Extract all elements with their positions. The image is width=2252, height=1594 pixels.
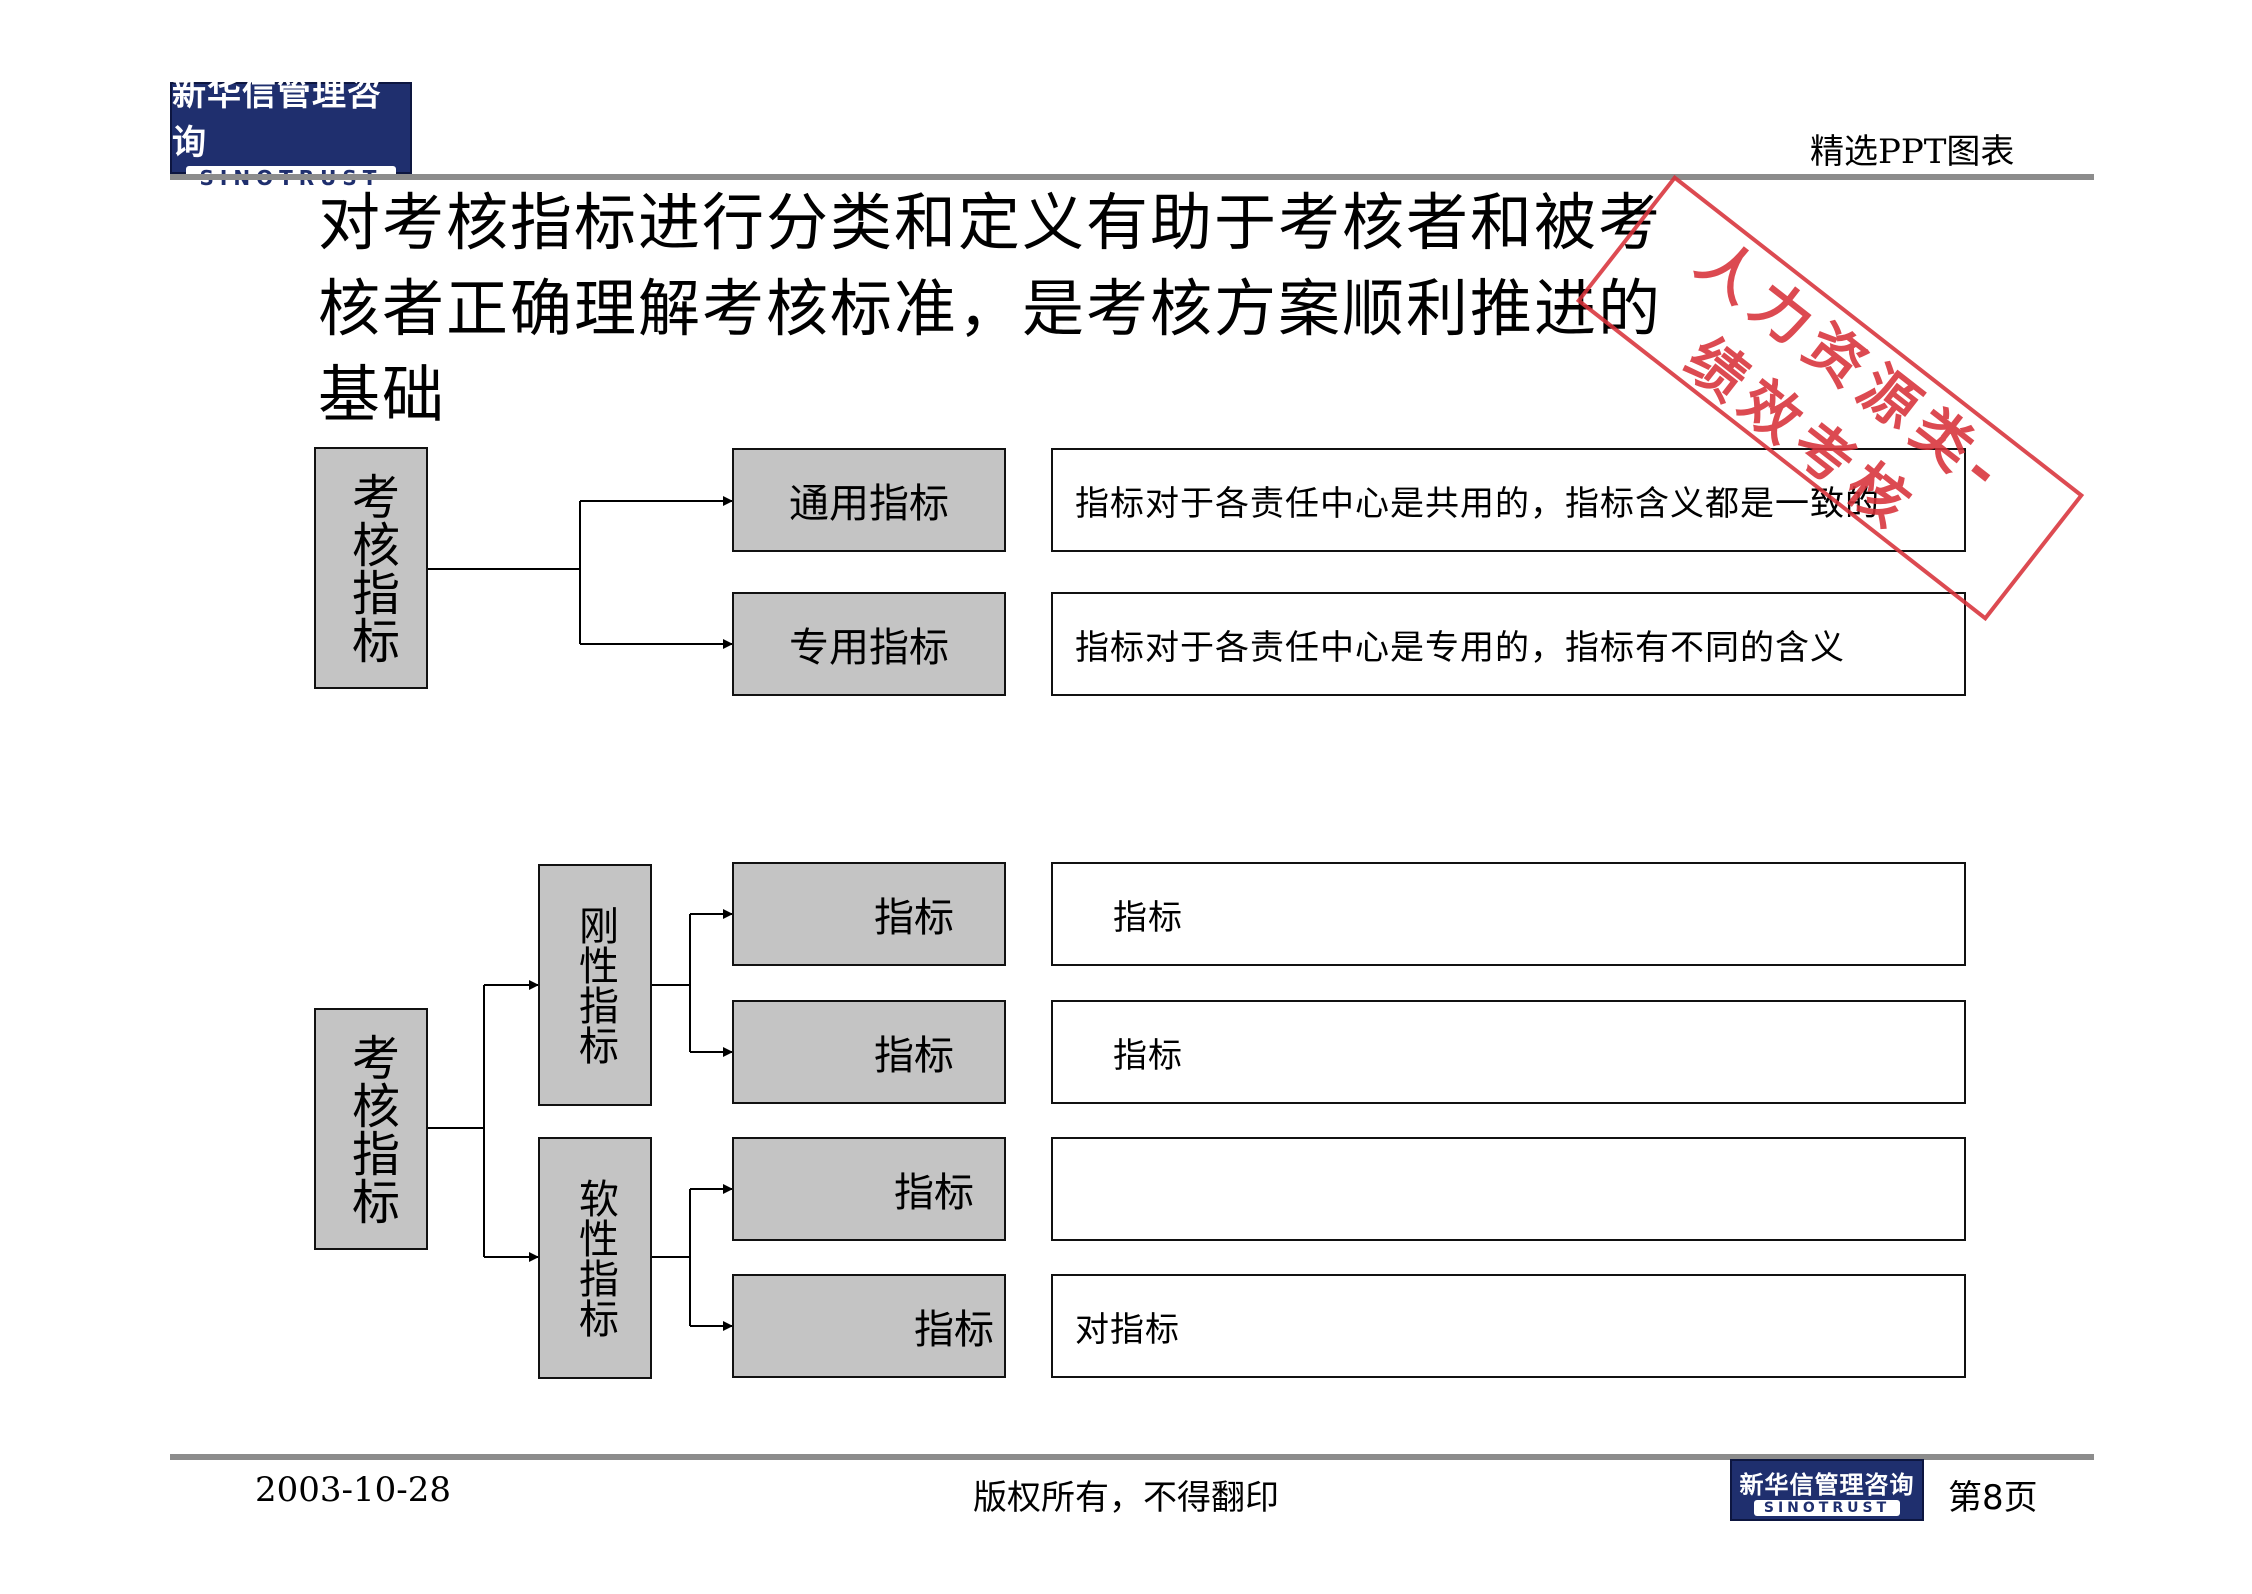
header-rule [170,174,2094,180]
footer-logo-chinese-name: 新华信管理咨询 [1739,1470,1915,1499]
description-box-rigid-2: 指标 [1051,1000,1966,1104]
group-label: 刚性指标 [572,905,618,1065]
category-box-specific: 专用指标 [732,592,1006,696]
bottom-root-box: 考核指标 [314,1008,428,1250]
category-label: 通用指标 [789,481,949,527]
logo-chinese-name: 新华信管理咨询 [172,74,382,163]
title-line-3: 基础 [318,358,447,431]
category-box-general: 通用指标 [732,448,1006,552]
footer-date: 2003-10-28 [255,1470,452,1510]
description-box-general: 指标对于各责任中心是共用的，指标含义都是一致的 [1051,448,1966,552]
page-number: 第8页 [1948,1478,2038,1518]
footer-logo-english-name: SINOTRUST [1753,1499,1901,1516]
top-root-box: 考核指标 [314,447,428,689]
category-label: 指标 [874,895,954,941]
description-box-rigid-1: 指标 [1051,862,1966,966]
title-line-1: 对考核指标进行分类和定义有助于考核者和被考 [318,186,1663,259]
category-label: 指标 [894,1170,974,1216]
category-box-rigid-1: 指标 [732,862,1006,966]
description-text: 指标对于各责任中心是共用的，指标含义都是一致的 [1075,483,1880,524]
description-text: 对指标 [1075,1309,1180,1350]
category-box-rigid-2: 指标 [732,1000,1006,1104]
category-box-soft-2: 指标 [732,1274,1006,1378]
header-label: 精选PPT图表 [1810,132,2015,172]
category-label: 专用指标 [789,625,949,671]
category-label: 指标 [914,1307,994,1353]
description-text: 指标对于各责任中心是专用的，指标有不同的含义 [1075,627,1845,668]
bottom-connectors [428,909,733,1331]
description-text: 指标 [1113,897,1183,938]
description-text: 指标 [1113,1035,1183,1076]
footer-copyright: 版权所有，不得翻印 [973,1478,1279,1518]
group-label: 软性指标 [572,1178,618,1338]
footer-rule [170,1454,2094,1460]
description-box-specific: 指标对于各责任中心是专用的，指标有不同的含义 [1051,592,1966,696]
top-connectors [428,496,733,649]
group-box-soft: 软性指标 [538,1137,652,1379]
category-label: 指标 [874,1033,954,1079]
bottom-root-label: 考核指标 [343,1033,399,1225]
category-box-soft-1: 指标 [732,1137,1006,1241]
footer-logo: 新华信管理咨询 SINOTRUST [1730,1459,1924,1521]
title-line-2: 核者正确理解考核标准，是考核方案顺利推进的 [318,272,1663,345]
description-box-soft-2: 对指标 [1051,1274,1966,1378]
description-box-soft-1 [1051,1137,1966,1241]
page-title: 对考核指标进行分类和定义有助于考核者和被考 核者正确理解考核标准，是考核方案顺利… [318,180,1968,438]
group-box-rigid: 刚性指标 [538,864,652,1106]
top-root-label: 考核指标 [343,472,399,664]
